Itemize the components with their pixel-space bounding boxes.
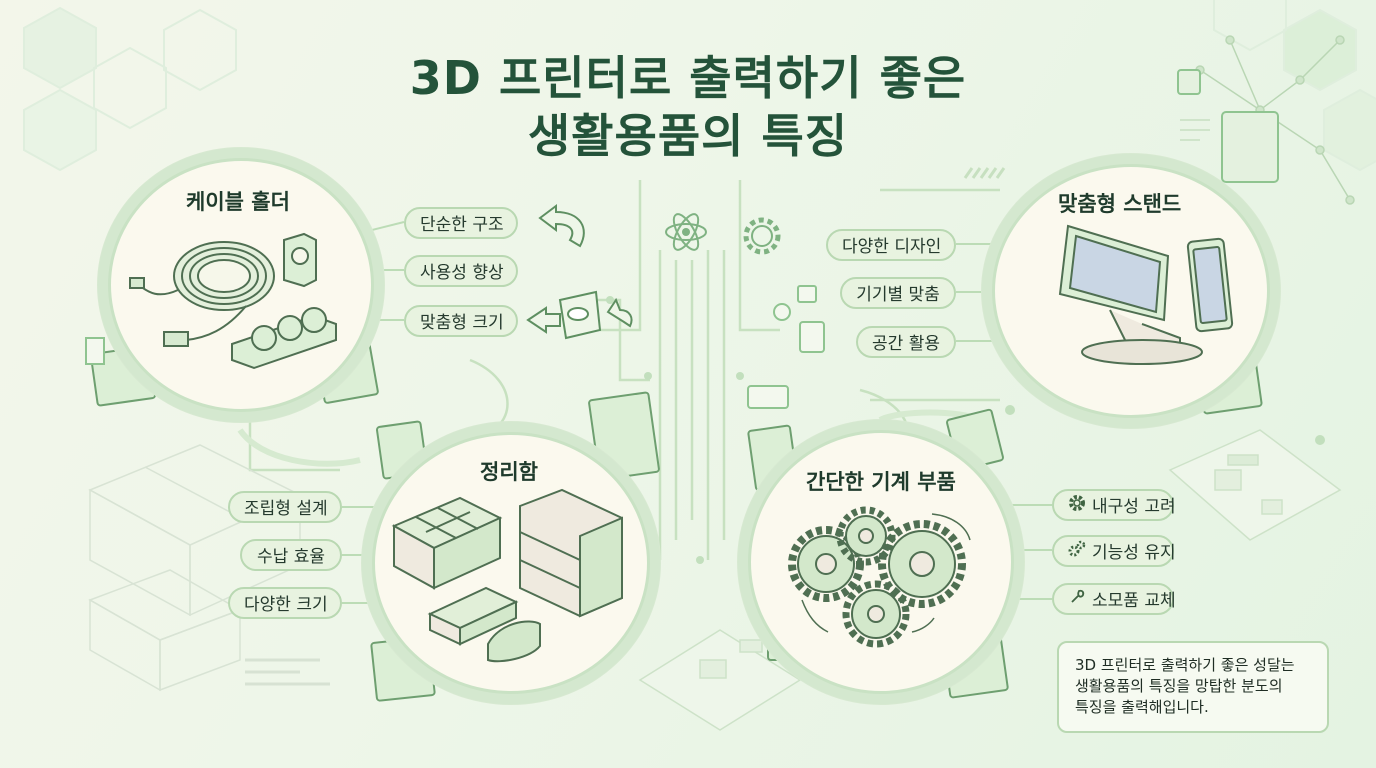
feature-pill-assembly-design: 조립형 설계 [228,491,342,523]
feature-pill-space-use: 공간 활용 [856,326,956,358]
page-title-line2: 생활용품의 특징 [527,109,849,163]
feature-pill-custom-size: 맞춤형 크기 [404,305,518,337]
feature-label-replacement: 소모품 교체 [1092,591,1176,611]
note-line-1: 3D 프린터로 출력하기 좋은 성달는 [1075,656,1295,674]
feature-label-functionality: 기능성 유지 [1092,543,1176,563]
feature-pill-device-fit: 기기별 맞춤 [840,277,956,309]
wrench-icon [1068,585,1086,617]
feature-pill-durability: 내구성 고려 [1052,489,1176,523]
machine-parts-circle [748,430,1014,694]
organizer-illustration [391,488,623,663]
feature-pill-simple-structure: 단순한 구조 [404,207,518,239]
feature-pill-usability: 사용성 향상 [404,255,518,287]
gear-icon [1068,491,1086,523]
cable-holder-title: 케이블 홀더 [186,190,290,214]
feature-pill-various-size: 다양한 크기 [228,587,342,619]
feature-pill-functionality: 기능성 유지 [1052,535,1176,569]
note-line-2: 생활용품의 특징을 망탑한 분도의 [1075,677,1283,695]
feature-pill-storage-efficiency: 수납 효율 [240,539,342,571]
page-title-line1: 3D 프린터로 출력하기 좋은 [409,51,967,105]
feature-pill-various-design: 다양한 디자인 [826,229,956,261]
machine-parts-title: 간단한 기계 부품 [806,470,956,494]
cable-illustration [129,232,337,370]
feature-pill-replacement: 소모품 교체 [1052,583,1176,617]
organizer-title: 정리함 [480,460,538,484]
gears-icon [1068,537,1086,569]
feature-label-durability: 내구성 고려 [1092,497,1176,517]
note-line-3: 특징을 출력해입니다. [1075,698,1209,716]
stand-illustration [1058,224,1234,365]
summary-note: 3D 프린터로 출력하기 좋은 성달는 생활용품의 특징을 망탑한 분도의 특징… [1057,641,1329,733]
gears-illustration [788,506,971,648]
custom-stand-title: 맞춤형 스탠드 [1058,192,1182,216]
